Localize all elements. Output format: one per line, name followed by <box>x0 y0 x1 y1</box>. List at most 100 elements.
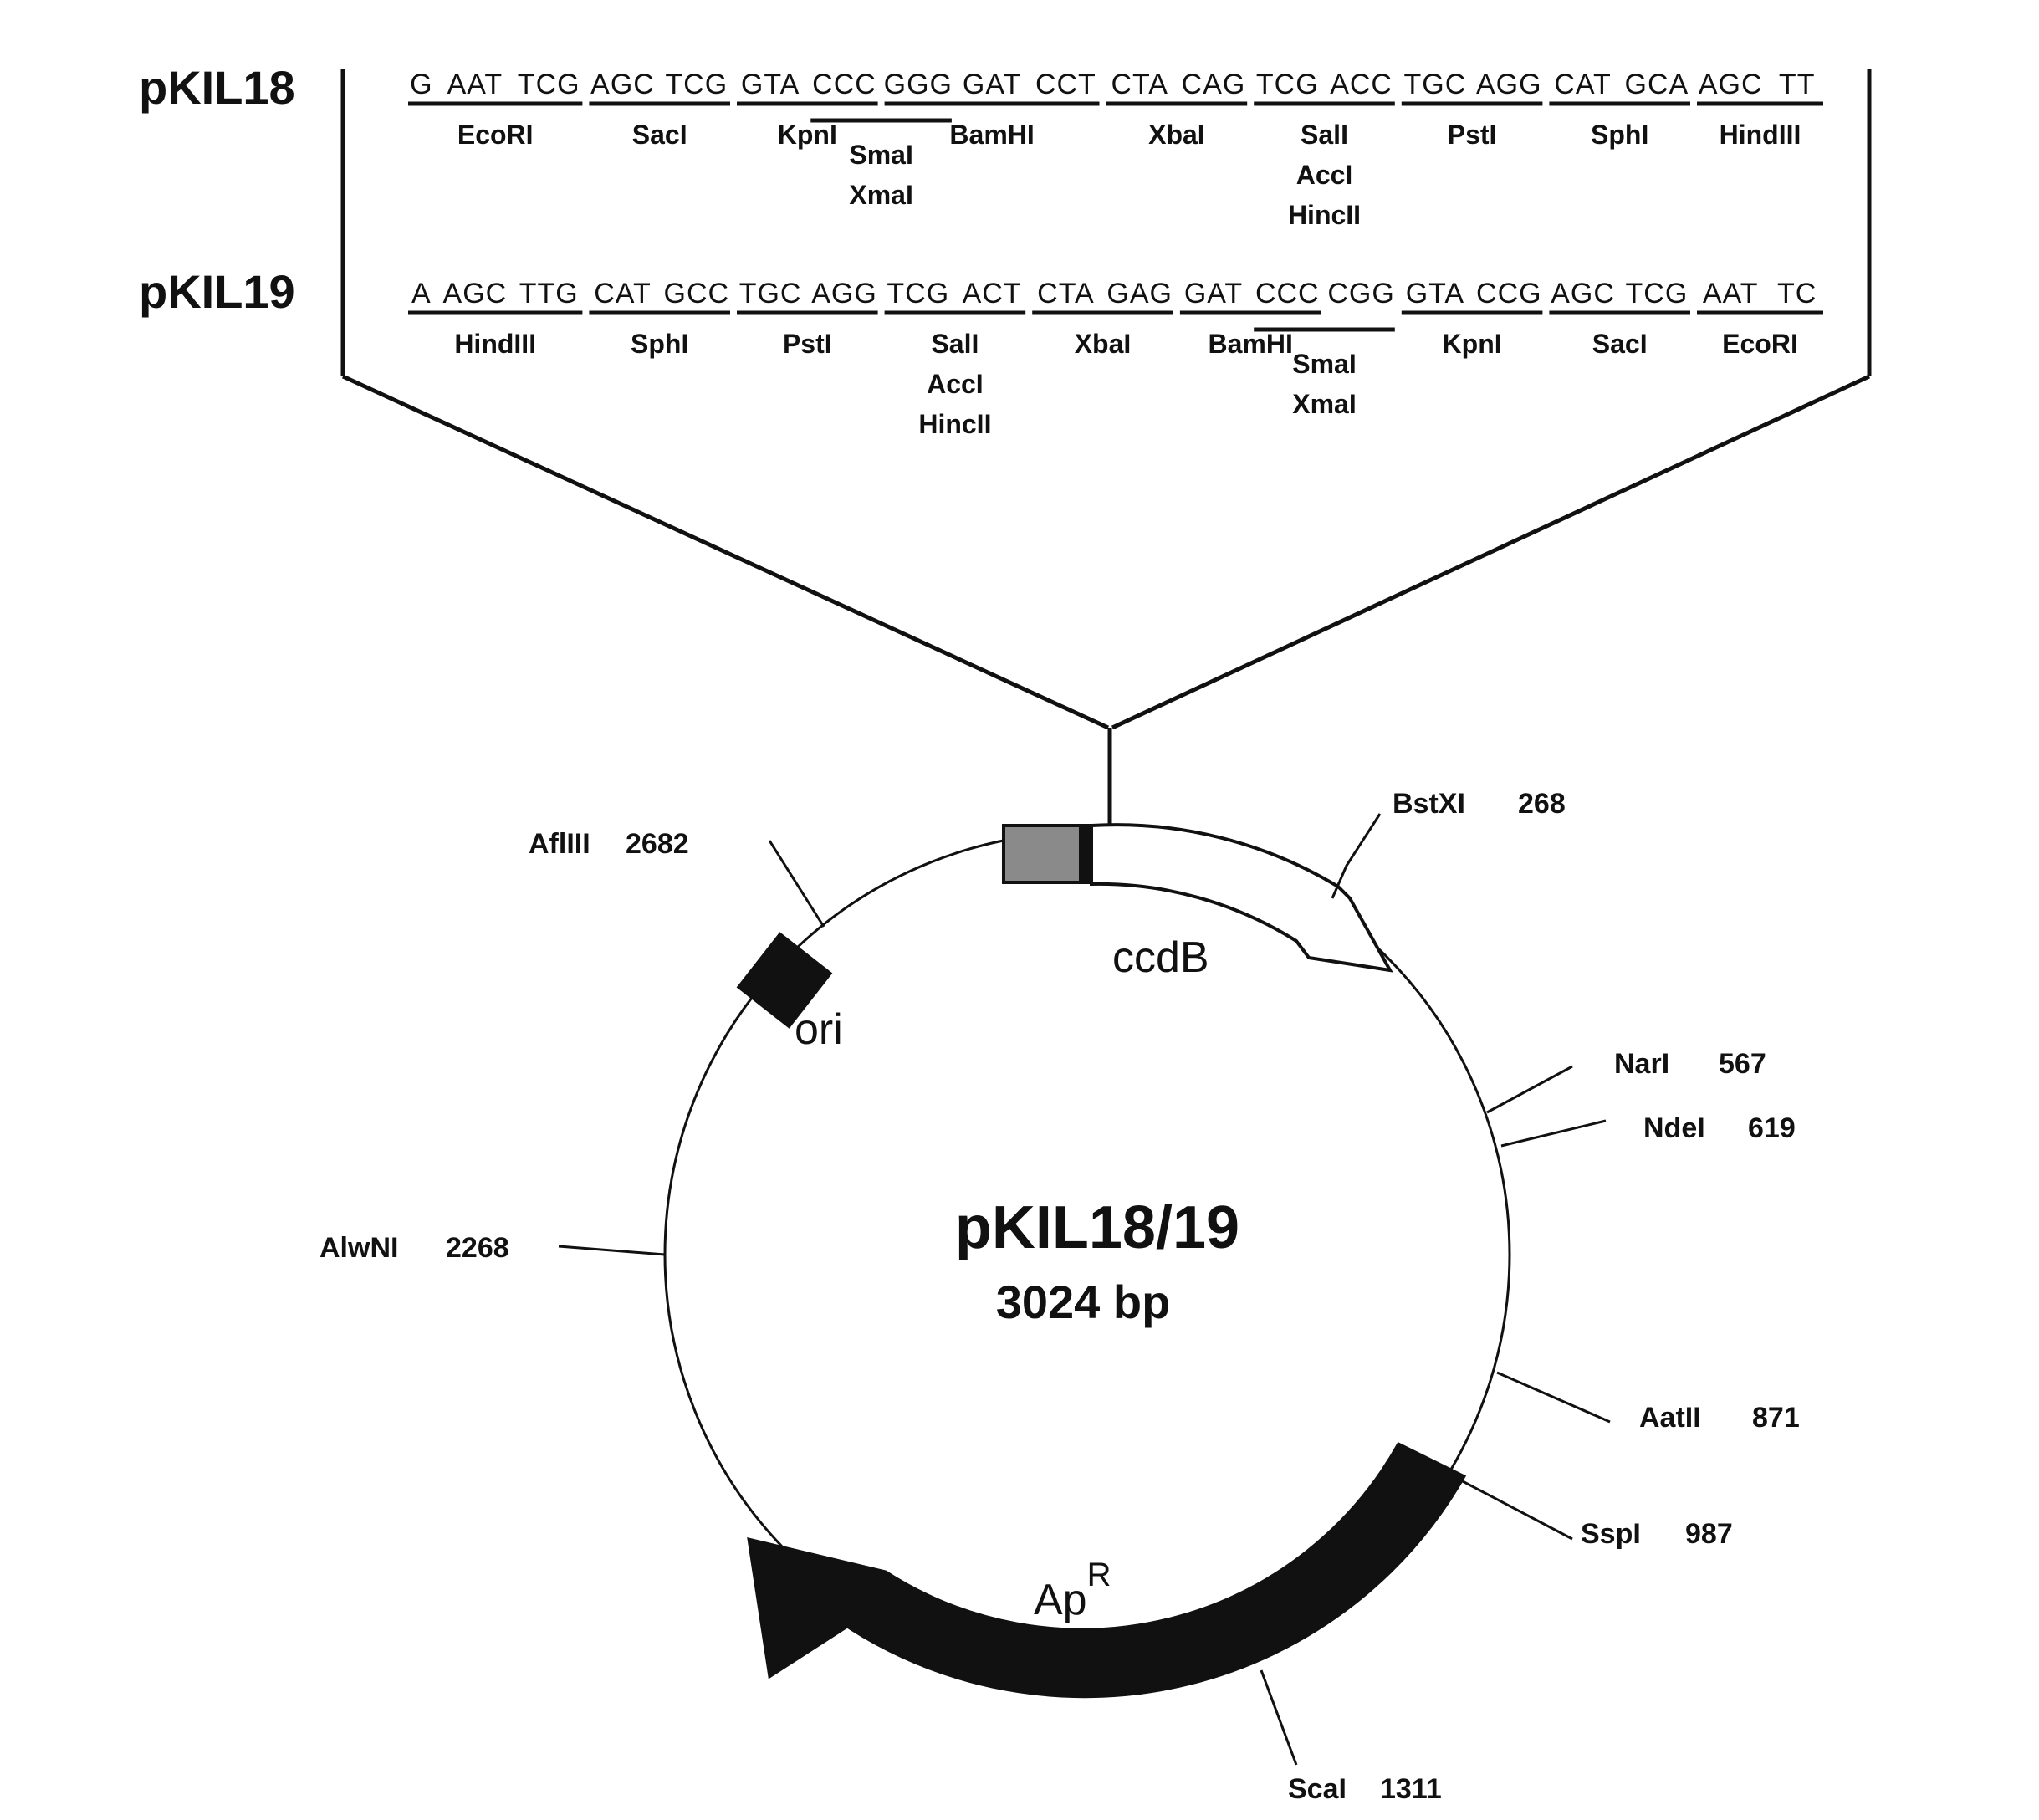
enzyme-label: PstI <box>783 329 832 359</box>
enzyme-label: XbaI <box>1148 120 1205 150</box>
enzyme-label: EcoRI <box>457 120 534 150</box>
site-label-aatii: AatII 871 <box>1639 1402 1800 1434</box>
svg-text:619: 619 <box>1748 1112 1796 1144</box>
apr-label: ApR <box>1034 1557 1111 1624</box>
site-label-scai: ScaI 1311 <box>1288 1773 1442 1805</box>
enzyme-label: SphI <box>1591 120 1648 150</box>
enzyme-label: SmaI <box>849 140 912 170</box>
svg-text:NarI: NarI <box>1614 1048 1669 1080</box>
sequence-codon: CCT <box>1035 69 1096 100</box>
sequence-codon: GCA <box>1625 69 1689 100</box>
mcs-insert-box <box>1002 824 1094 884</box>
sequence-codon: CGG <box>1327 278 1394 309</box>
sequence-codon: GGG <box>884 69 953 100</box>
enzyme-label: HindIII <box>1720 120 1801 150</box>
enzyme-label: HincII <box>1288 200 1361 230</box>
sequence-codon: TGC <box>739 278 802 309</box>
sequence-codon: TT <box>1779 69 1816 100</box>
ccdb-label: ccdB <box>1112 933 1209 982</box>
sequence-codon: TCG <box>1626 278 1689 309</box>
sequence-codon: TC <box>1777 278 1817 309</box>
enzyme-label: AccI <box>927 369 984 399</box>
enzyme-label: XmaI <box>1292 389 1356 419</box>
enzyme-label: XbaI <box>1075 329 1132 359</box>
svg-text:268: 268 <box>1518 788 1566 820</box>
plasmid-name: pKIL18/19 <box>955 1194 1239 1261</box>
svg-text:BstXI: BstXI <box>1393 788 1465 820</box>
sequence-codon: AGC <box>1551 278 1615 309</box>
svg-text:AlwNI: AlwNI <box>319 1232 398 1264</box>
sequence-codon: TCG <box>887 278 949 309</box>
svg-text:2682: 2682 <box>626 828 689 860</box>
svg-text:1311: 1311 <box>1380 1773 1442 1805</box>
sequence-codon: AAT <box>447 69 503 100</box>
ccdb-arrow <box>1090 823 1393 973</box>
enzyme-label: SalI <box>931 329 979 359</box>
svg-text:871: 871 <box>1752 1402 1800 1434</box>
sequence-codon: CTA <box>1037 278 1094 309</box>
enzyme-label: KpnI <box>778 120 837 150</box>
site-label-bstxi: BstXI 268 <box>1393 788 1566 820</box>
sequence-codon: GCC <box>664 278 730 309</box>
pkil18-row-label: pKIL18 <box>139 61 295 114</box>
mcs-bracket <box>340 69 1872 826</box>
site-label-afliii: AflIII 2682 <box>529 828 689 860</box>
enzyme-label: SalI <box>1301 120 1348 150</box>
svg-text:987: 987 <box>1685 1518 1733 1550</box>
svg-text:SspI: SspI <box>1581 1518 1641 1550</box>
sequence-codon: CTA <box>1111 69 1168 100</box>
sequence-codon: TGC <box>1404 69 1467 100</box>
enzyme-label: PstI <box>1448 120 1497 150</box>
site-label-alwni: AlwNI 2268 <box>319 1232 509 1264</box>
enzyme-label: HindIII <box>454 329 536 359</box>
svg-text:AatII: AatII <box>1639 1402 1701 1434</box>
sequence-codon: G <box>410 69 432 100</box>
sequence-codon: AGG <box>1476 69 1542 100</box>
sequence-codon: ACT <box>963 278 1022 309</box>
enzyme-label: BamHI <box>949 120 1034 150</box>
enzyme-label: SphI <box>631 329 688 359</box>
sequence-codon: GAT <box>1184 278 1243 309</box>
sequence-codon: TCG <box>1256 69 1319 100</box>
enzyme-label: BamHI <box>1209 329 1293 359</box>
enzyme-label: SmaI <box>1292 349 1356 379</box>
sequence-codon: TCG <box>665 69 728 100</box>
sequence-codon: ACC <box>1330 69 1393 100</box>
sequence-codon: AGC <box>1699 69 1763 100</box>
svg-text:567: 567 <box>1719 1048 1766 1080</box>
site-lines <box>558 813 1611 1766</box>
sequence-codon: GTA <box>741 69 800 100</box>
svg-text:ScaI: ScaI <box>1288 1773 1347 1805</box>
enzyme-label: SacI <box>632 120 687 150</box>
sequence-codon: AAT <box>1703 278 1759 309</box>
enzyme-label: XmaI <box>849 180 912 210</box>
plasmid-size: 3024 bp <box>996 1276 1171 1328</box>
sequence-codon: AGC <box>443 278 508 309</box>
enzyme-label: EcoRI <box>1722 329 1798 359</box>
sequence-codon: AGG <box>811 278 877 309</box>
sequence-codon: CCG <box>1476 278 1542 309</box>
site-label-sspi: SspI 987 <box>1581 1518 1733 1550</box>
sequence-codon: CCC <box>1255 278 1320 309</box>
sequence-codon: CAT <box>1554 69 1611 100</box>
sequence-codon: GAG <box>1106 278 1173 309</box>
sequence-codon: CCC <box>812 69 876 100</box>
sequence-codon: GTA <box>1406 278 1464 309</box>
sequence-codon: TTG <box>519 278 579 309</box>
sequence-codon: AGC <box>590 69 655 100</box>
svg-text:2268: 2268 <box>446 1232 509 1264</box>
enzyme-label: AccI <box>1296 160 1353 190</box>
enzyme-label: HincII <box>918 409 991 439</box>
sequence-codon: TCG <box>518 69 580 100</box>
site-label-ndei: NdeI 619 <box>1643 1112 1796 1144</box>
svg-text:NdeI: NdeI <box>1643 1112 1705 1144</box>
enzyme-label: KpnI <box>1443 329 1502 359</box>
pkil19-row-label: pKIL19 <box>139 265 295 318</box>
apr-arrow <box>747 1442 1467 1699</box>
sequence-codon: GAT <box>963 69 1021 100</box>
ori-label: ori <box>795 1005 843 1054</box>
sequence-codon: A <box>411 278 432 309</box>
